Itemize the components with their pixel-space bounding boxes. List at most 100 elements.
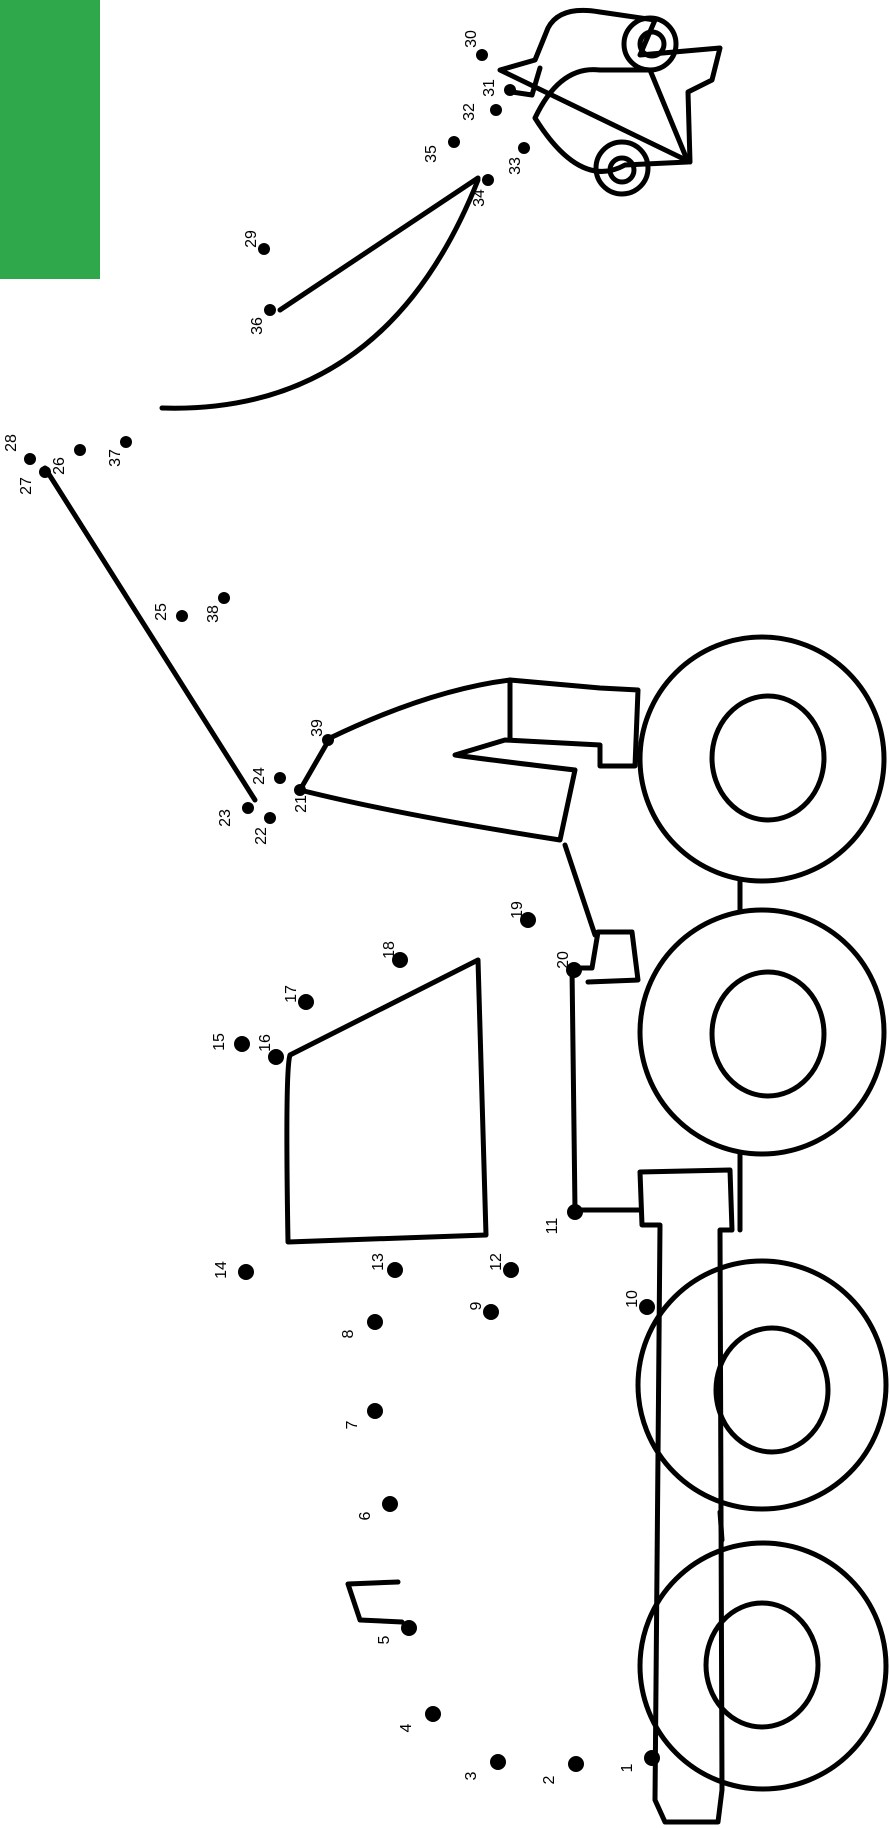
dot-number: 37 <box>107 449 124 467</box>
dot-marker[interactable] <box>448 136 460 148</box>
dot-marker[interactable] <box>483 1304 499 1320</box>
dot-marker[interactable] <box>567 1204 583 1220</box>
puzzle-dot[interactable]: 32 <box>461 103 502 121</box>
puzzle-dot[interactable]: 20 <box>555 951 582 978</box>
dot-marker[interactable] <box>639 1299 655 1315</box>
puzzle-dot[interactable]: 38 <box>205 592 230 623</box>
puzzle-dot[interactable]: 10 <box>624 1290 655 1315</box>
dot-marker[interactable] <box>367 1403 383 1419</box>
dot-number: 11 <box>544 1218 561 1235</box>
puzzle-dot[interactable]: 27 <box>18 466 51 495</box>
dot-number: 38 <box>205 605 222 623</box>
puzzle-dot[interactable]: 13 <box>370 1253 403 1278</box>
dot-number: 10 <box>624 1290 641 1308</box>
puzzle-dot[interactable]: 2 <box>541 1756 584 1784</box>
dot-marker[interactable] <box>268 1049 284 1065</box>
dot-marker[interactable] <box>482 174 494 186</box>
puzzle-dot[interactable]: 36 <box>249 304 276 335</box>
dot-marker[interactable] <box>568 1756 584 1772</box>
dot-marker[interactable] <box>382 1496 398 1512</box>
puzzle-dot[interactable]: 11 <box>544 1204 583 1234</box>
dot-marker[interactable] <box>425 1706 441 1722</box>
dot-number: 25 <box>153 603 170 621</box>
dot-number: 2 <box>541 1775 558 1784</box>
puzzle-dot[interactable]: 21 <box>293 784 310 813</box>
puzzle-dot[interactable]: 15 <box>211 1033 250 1052</box>
dot-marker[interactable] <box>120 436 132 448</box>
dot-marker[interactable] <box>176 610 188 622</box>
puzzle-dot[interactable]: 17 <box>283 985 314 1010</box>
dot-number: 26 <box>51 457 68 475</box>
corner-tab <box>0 0 100 279</box>
wheel-second <box>637 907 887 1157</box>
dot-marker[interactable] <box>298 994 314 1010</box>
dot-number: 24 <box>251 767 268 785</box>
puzzle-dot[interactable]: 4 <box>398 1706 441 1732</box>
puzzle-dot[interactable]: 18 <box>381 941 408 968</box>
dot-marker[interactable] <box>238 1264 254 1280</box>
dot-marker[interactable] <box>242 802 254 814</box>
dot-marker[interactable] <box>39 466 51 478</box>
puzzle-dot[interactable]: 19 <box>509 901 536 928</box>
dot-marker[interactable] <box>476 49 488 61</box>
dot-marker[interactable] <box>387 1262 403 1278</box>
dot-number: 20 <box>555 951 572 969</box>
dot-marker[interactable] <box>264 304 276 316</box>
puzzle-dot[interactable]: 8 <box>340 1314 383 1338</box>
puzzle-dot[interactable]: 33 <box>507 142 530 175</box>
dot-number: 3 <box>463 1771 480 1780</box>
dot-number: 6 <box>357 1511 374 1520</box>
puzzle-dot[interactable]: 23 <box>217 802 254 827</box>
dot-marker[interactable] <box>392 952 408 968</box>
dot-marker[interactable] <box>234 1036 250 1052</box>
dot-marker[interactable] <box>644 1750 660 1766</box>
dot-marker[interactable] <box>518 142 530 154</box>
dot-number: 8 <box>340 1329 357 1338</box>
puzzle-dot[interactable]: 3 <box>463 1754 506 1780</box>
dot-marker[interactable] <box>218 592 230 604</box>
dot-marker[interactable] <box>520 912 536 928</box>
dot-marker[interactable] <box>294 784 306 796</box>
puzzle-dot[interactable]: 1 <box>619 1750 660 1772</box>
dot-marker[interactable] <box>258 243 270 255</box>
dot-marker[interactable] <box>490 1754 506 1770</box>
puzzle-dot[interactable]: 26 <box>51 444 86 475</box>
puzzle-dot[interactable]: 6 <box>357 1496 398 1520</box>
puzzle-dot[interactable]: 12 <box>488 1253 519 1278</box>
dot-marker[interactable] <box>264 812 276 824</box>
dot-number: 7 <box>344 1420 361 1429</box>
dot-number: 35 <box>423 145 440 163</box>
dot-number: 19 <box>509 901 526 919</box>
puzzle-dot[interactable]: 37 <box>107 436 132 467</box>
puzzle-dot[interactable]: 30 <box>463 30 488 61</box>
puzzle-dot[interactable]: 24 <box>251 767 286 785</box>
dot-marker[interactable] <box>74 444 86 456</box>
puzzle-dot[interactable]: 7 <box>344 1403 383 1429</box>
dot-marker[interactable] <box>490 104 502 116</box>
dot-marker[interactable] <box>322 734 334 746</box>
puzzle-dot[interactable]: 39 <box>309 719 334 746</box>
puzzle-dot[interactable]: 16 <box>257 1034 284 1065</box>
dot-marker[interactable] <box>367 1314 383 1330</box>
puzzle-dot[interactable]: 14 <box>213 1261 254 1280</box>
puzzle-dot[interactable]: 25 <box>153 603 188 622</box>
dot-marker[interactable] <box>503 1262 519 1278</box>
puzzle-dot[interactable]: 31 <box>481 79 516 97</box>
puzzle-dot[interactable]: 28 <box>3 434 36 465</box>
dot-number: 5 <box>376 1635 393 1644</box>
dot-marker[interactable] <box>274 772 286 784</box>
puzzle-dot[interactable]: 34 <box>471 174 494 207</box>
puzzle-dot[interactable]: 9 <box>468 1301 499 1320</box>
dot-marker[interactable] <box>504 84 516 96</box>
puzzle-dot[interactable]: 5 <box>376 1620 417 1644</box>
puzzle-dot[interactable]: 22 <box>253 812 276 845</box>
dot-number: 33 <box>507 157 524 175</box>
dot-marker[interactable] <box>24 453 36 465</box>
puzzle-dot[interactable]: 29 <box>243 230 270 255</box>
dot-marker[interactable] <box>401 1620 417 1636</box>
dot-marker[interactable] <box>566 962 582 978</box>
dot-number: 1 <box>619 1763 636 1772</box>
puzzle-dot[interactable]: 35 <box>423 136 460 163</box>
dot-number: 16 <box>257 1034 274 1052</box>
